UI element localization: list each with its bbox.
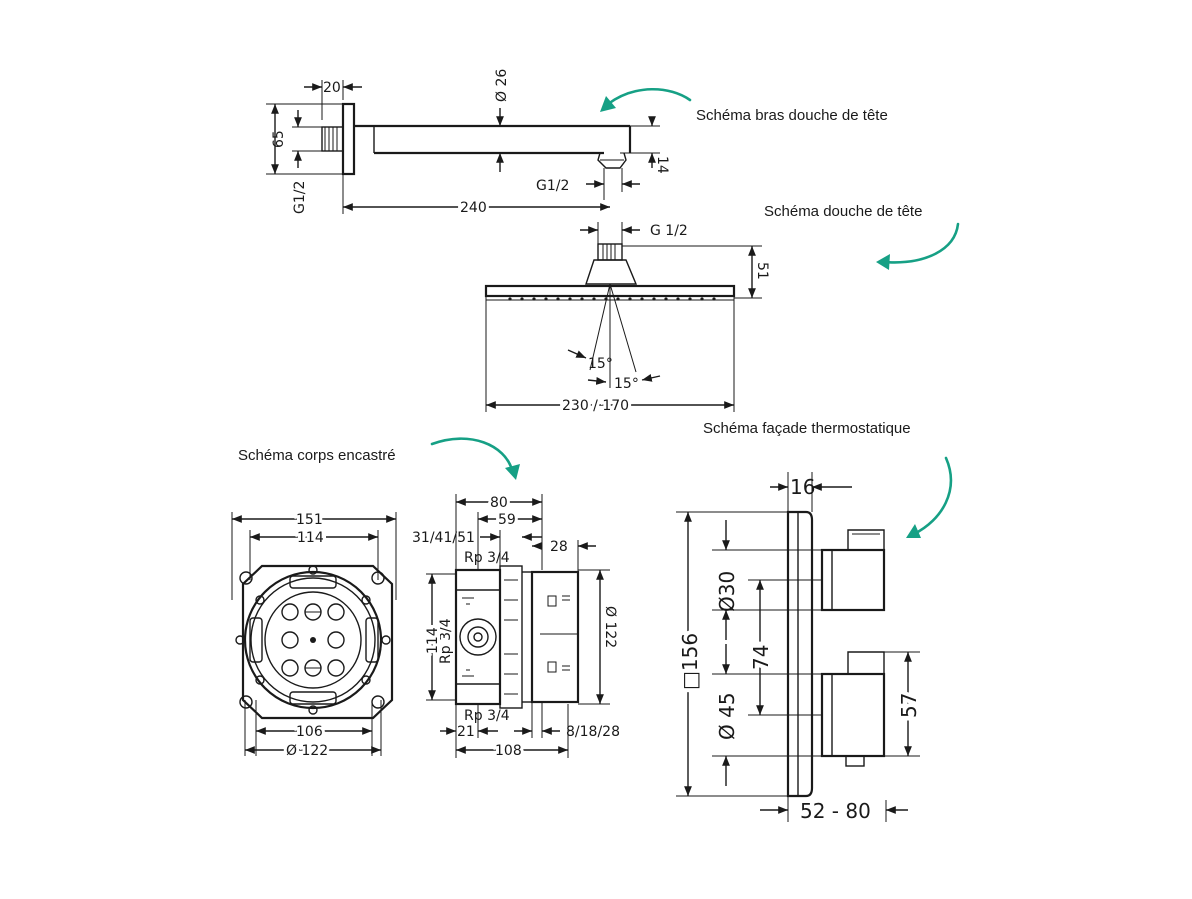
dim-240: 240 bbox=[460, 200, 487, 216]
label-head: Schéma douche de tête bbox=[764, 203, 922, 220]
arrow-body-icon bbox=[430, 437, 520, 480]
dim-65: 65 bbox=[271, 130, 287, 148]
dim-angle-15b: 15° bbox=[614, 376, 639, 392]
svg-text:Schéma corps encastré: Schéma corps encastré bbox=[238, 447, 396, 464]
dim-108: 108 bbox=[495, 743, 522, 759]
dim-d45: Ø 45 bbox=[715, 692, 739, 740]
dim-59: 59 bbox=[498, 512, 516, 528]
dim-106: 106 bbox=[296, 724, 323, 740]
dim-g12-left: G1/2 bbox=[292, 181, 308, 214]
dim-d122-side: Ø 122 bbox=[602, 606, 618, 648]
dim-74: 74 bbox=[749, 645, 773, 670]
arrow-arm-icon bbox=[600, 87, 692, 112]
dim-rp-side: Rp 3/4 bbox=[438, 618, 454, 664]
dim-52-80: 52 - 80 bbox=[800, 799, 871, 823]
shower-head-drawing: G 1/2 51 15° 15° 230 / 170 bbox=[484, 222, 770, 417]
dim-g12-right: G1/2 bbox=[536, 178, 569, 194]
dim-20: 20 bbox=[323, 80, 341, 96]
dim-80: 80 bbox=[490, 495, 508, 511]
dim-114-vertical: 114 bbox=[425, 627, 441, 654]
shower-arm-drawing: 20 Ø 26 65 G1/2 14 G1/2 240 bbox=[266, 69, 670, 219]
dim-28: 28 bbox=[550, 539, 568, 555]
label-facade: Schéma façade thermostatique bbox=[703, 420, 911, 437]
label-body: Schéma corps encastré bbox=[238, 447, 396, 464]
dim-51: 51 bbox=[754, 262, 770, 280]
nozzles bbox=[508, 297, 716, 301]
svg-text:Schéma façade thermostatique: Schéma façade thermostatique bbox=[703, 420, 911, 437]
svg-text:Schéma douche de tête: Schéma douche de tête bbox=[764, 203, 922, 220]
facade-drawing: 16 □156 Ø30 74 Ø 45 57 52 - 80 bbox=[674, 472, 925, 823]
dim-156: □156 bbox=[678, 633, 702, 690]
svg-text:Schéma bras douche de tête: Schéma bras douche de tête bbox=[696, 107, 888, 124]
body-front-drawing: 151 114 106 Ø 122 bbox=[231, 509, 397, 762]
dim-21: 21 bbox=[457, 724, 475, 740]
dim-14: 14 bbox=[654, 156, 670, 174]
dim-d122-front: Ø 122 bbox=[286, 743, 328, 759]
body-side-drawing: 80 59 31/41/51 28 Rp 3/4 Rp 3/4 Rp 3/4 1… bbox=[412, 492, 621, 762]
dim-26: Ø 26 bbox=[494, 69, 510, 102]
arrow-facade-icon bbox=[906, 456, 953, 538]
dim-8-18-28: 8/18/28 bbox=[566, 724, 620, 740]
dim-31-41-51: 31/41/51 bbox=[412, 530, 475, 546]
arrow-head-icon bbox=[876, 222, 960, 270]
dim-d30: Ø30 bbox=[715, 571, 739, 612]
dim-16: 16 bbox=[790, 475, 815, 499]
dim-57: 57 bbox=[897, 693, 921, 718]
label-arm: Schéma bras douche de tête bbox=[696, 107, 888, 124]
dim-114: 114 bbox=[297, 530, 324, 546]
dim-rp-bottom: Rp 3/4 bbox=[464, 708, 510, 724]
dim-angle-15a: 15° bbox=[588, 356, 613, 372]
dim-151: 151 bbox=[296, 512, 323, 528]
dim-g12-head: G 1/2 bbox=[650, 223, 688, 239]
dim-230-170: 230 / 170 bbox=[562, 398, 629, 414]
dim-rp-top: Rp 3/4 bbox=[464, 550, 510, 566]
